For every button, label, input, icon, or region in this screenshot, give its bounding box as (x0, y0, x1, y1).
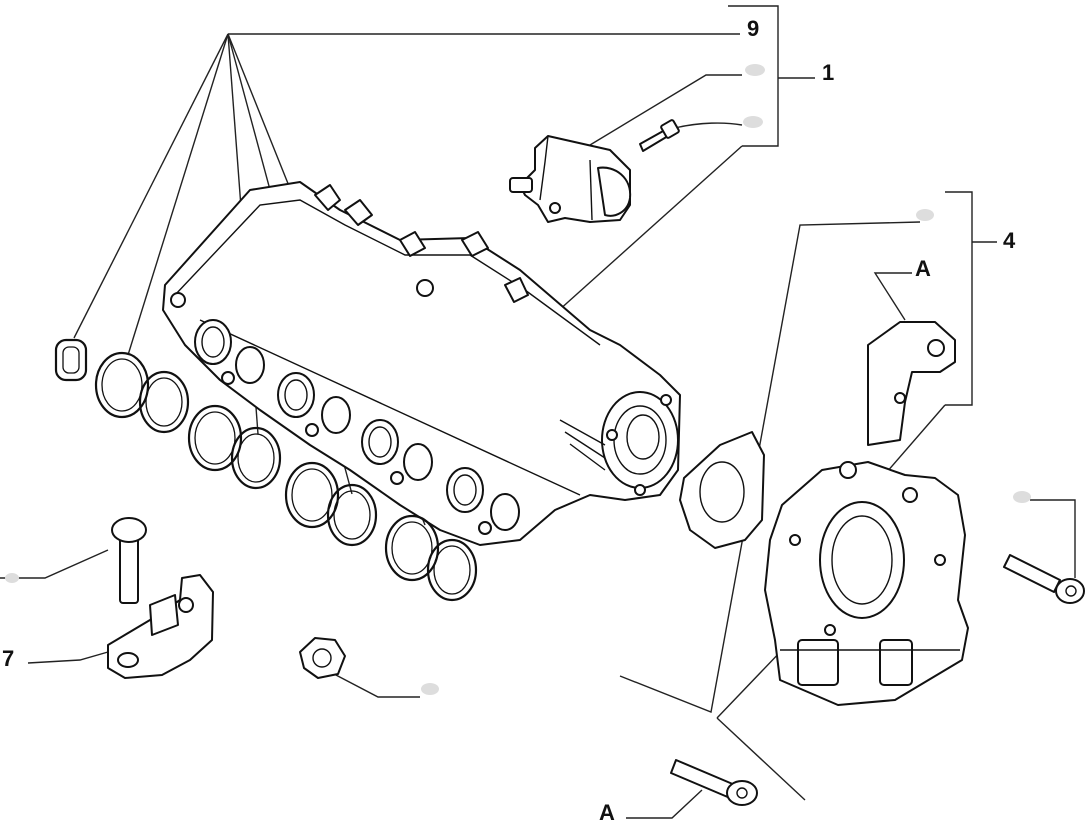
bracket-a (867, 321, 956, 446)
gasket-pair-3 (284, 461, 378, 547)
throttle-gasket (679, 431, 765, 549)
sensor-screw (639, 119, 680, 152)
callout-4-label: 4 (1003, 228, 1016, 253)
pressure-sensor (509, 135, 632, 223)
blurred-reference-marks (5, 64, 1031, 695)
throttle-body-bolt (1003, 554, 1085, 604)
gasket-pair-1 (94, 351, 190, 434)
gasket-pair-2 (187, 404, 282, 490)
callout-9-label: 9 (747, 16, 759, 41)
bracket-bolt (111, 517, 147, 604)
callout-a-bottom-label: A (599, 800, 615, 824)
bracket-7 (107, 574, 214, 679)
hex-nut (299, 637, 346, 679)
callout-a-top-label: A (915, 256, 931, 281)
throttle-body (764, 461, 969, 706)
gasket-pair-4 (384, 514, 478, 602)
gasket-small (54, 338, 88, 382)
bolt-a (670, 759, 758, 806)
callout-1-label: 1 (822, 60, 834, 85)
callout-7-label: 7 (2, 646, 14, 671)
intake-manifold (162, 181, 681, 546)
